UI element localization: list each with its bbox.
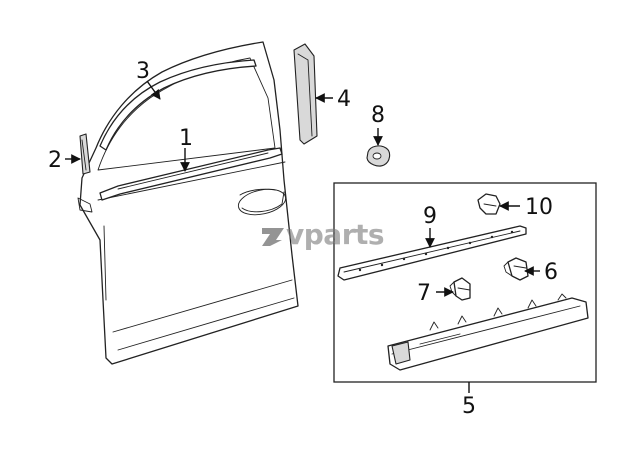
watermark: vparts [262, 218, 385, 251]
callout-2: 2 [48, 148, 62, 173]
frame-moulding-part-3 [99, 59, 257, 151]
belt-moulding-part-1 [99, 147, 283, 201]
grommet-part-8 [366, 145, 391, 167]
callout-8: 8 [371, 103, 385, 128]
callout-4: 4 [337, 87, 351, 112]
clip-part-10 [477, 193, 501, 215]
callout-labels: 1 2 3 4 5 6 7 8 9 10 [48, 59, 558, 419]
clip-part-6 [503, 257, 529, 281]
callout-10: 10 [525, 195, 553, 220]
rocker-strip-part-9 [337, 225, 527, 281]
inset-box [333, 182, 597, 383]
clip-part-7 [449, 277, 471, 301]
watermark-logo-icon [262, 228, 284, 246]
front-door-panel [77, 41, 299, 365]
callout-9: 9 [423, 204, 437, 229]
callout-1: 1 [179, 126, 193, 151]
callout-3: 3 [136, 59, 150, 84]
rocker-moulding-part-5 [387, 293, 589, 371]
leader-lines [65, 80, 540, 393]
callout-5: 5 [462, 394, 476, 419]
callout-7: 7 [417, 281, 431, 306]
watermark-text: vparts [286, 218, 384, 251]
garnish-part-2 [79, 133, 91, 175]
pillar-garnish-part-4 [293, 43, 318, 145]
callout-6: 6 [544, 260, 558, 285]
